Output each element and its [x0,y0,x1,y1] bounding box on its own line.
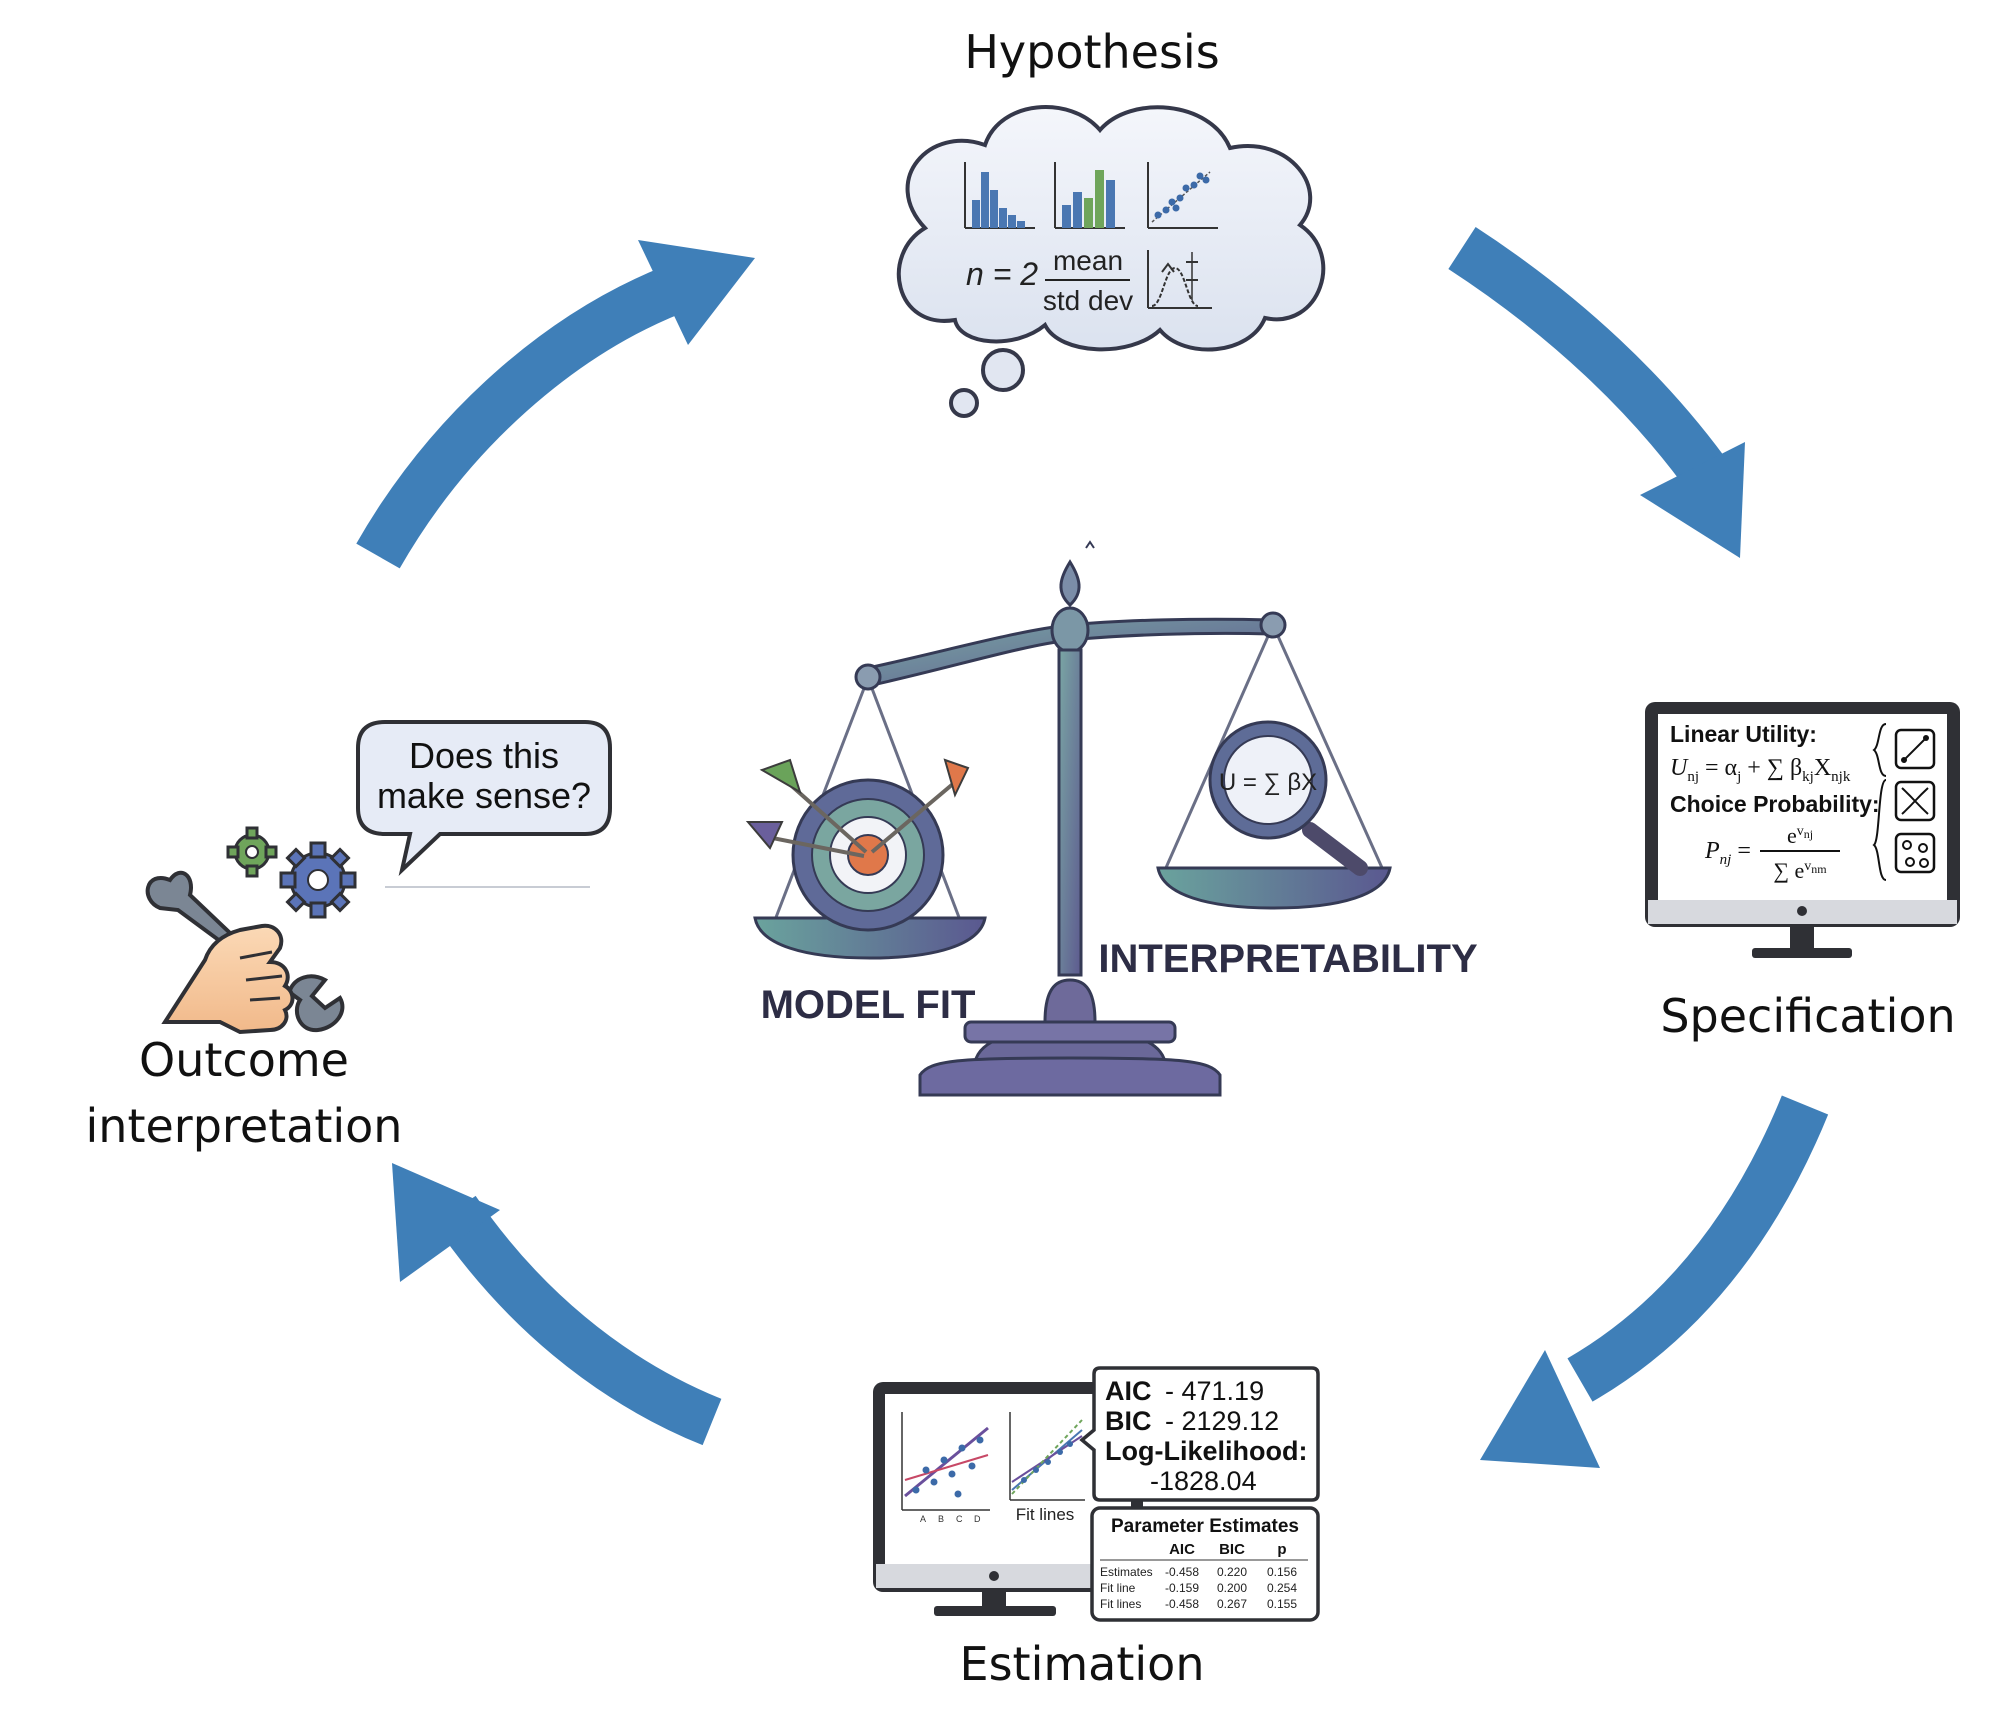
beam-end-left [854,663,882,691]
std-dev-label: std dev [1043,285,1133,316]
bar-chart-icon [1054,162,1125,229]
table-row-2-label: Fit line [1100,1581,1136,1595]
table-row-2-bic: 0.200 [1217,1581,1247,1595]
magnifier-formula: U = ∑ βX [1219,769,1317,796]
table-header-p: p [1277,1541,1286,1558]
svg-text:BIC - 2129.12: BIC - 2129.12 [1105,1406,1279,1436]
magnifier-icon: U = ∑ βX [1208,720,1368,876]
table-row-1-aic: -0.458 [1165,1565,1199,1579]
thought-dot-small [949,388,979,418]
speech-bubble-line1: Does this [409,735,559,776]
bic-label: BIC [1105,1406,1152,1436]
table-row-1-bic: 0.220 [1217,1565,1247,1579]
choice-probability-label: Choice Probability: [1670,791,1880,817]
aic-label: AIC [1105,1376,1152,1406]
network-icon [1894,832,1936,874]
target-icon [791,778,945,932]
scatter-plot-icon [1147,162,1218,229]
utility-formula: Unj = αj + ∑ βkjXnjk [1670,755,1851,785]
fit-statistics-callout: AIC - 471.19 BIC - 2129.12 Log-Likelihoo… [1079,1366,1320,1502]
table-row-3-p: 0.155 [1267,1597,1297,1611]
distribution-icon [1147,250,1212,309]
bic-value: - 2129.12 [1165,1406,1279,1436]
table-title: Parameter Estimates [1111,1516,1299,1537]
table-row-3-label: Fit lines [1100,1597,1141,1611]
stage-label-hypothesis: Hypothesis [964,25,1219,79]
x-tick-c: C [956,1514,963,1524]
specification-monitor: Linear Utility: Unj = αj + ∑ βkjXnjk Cho… [1645,702,1960,958]
model-fit-label: MODEL FIT [761,983,976,1027]
table-row-3-aic: -0.458 [1165,1597,1199,1611]
left-pan [753,916,987,960]
speech-bubble: Does this make sense? [356,720,612,888]
svg-text:AIC - 471.19: AIC - 471.19 [1105,1376,1264,1406]
arrow-icon [745,758,970,858]
interpretability-label: INTERPRETABILITY [1098,937,1478,981]
cycle-arrow-outcome-to-hypothesis [356,240,755,569]
thought-cloud: n = 2 mean std dev [897,105,1326,418]
linear-utility-label: Linear Utility: [1670,721,1817,747]
table-row-2-aic: -0.159 [1165,1581,1199,1595]
loglik-label: Log-Likelihood: [1105,1436,1307,1466]
table-row-1-label: Estimates [1100,1565,1153,1579]
fit-lines-plot: Fit lines [1009,1412,1085,1524]
hand-icon [161,923,295,1035]
aic-value: - 471.19 [1165,1376,1264,1406]
cycle-arrow-specification-to-estimation [1480,1095,1829,1468]
right-pan [1156,866,1392,910]
line-chart-icon [1894,728,1936,770]
cycle-arrow-estimation-to-outcome [392,1163,722,1446]
cycle-arrow-hypothesis-to-specification [1448,227,1745,558]
table-row-1-p: 0.156 [1267,1565,1297,1579]
table-header-aic: AIC [1169,1541,1195,1558]
stage-label-outcome-line2: interpretation [86,1099,403,1153]
histogram-icon [964,162,1035,229]
x-tick-a: A [920,1514,926,1524]
speech-bubble-line2: make sense? [377,775,591,816]
beam-end-right [1259,611,1287,639]
gear-icon [279,841,357,919]
stage-label-estimation: Estimation [960,1637,1205,1691]
table-header-bic: BIC [1219,1541,1245,1558]
stage-label-specification: Specification [1660,989,1955,1043]
table-row-3-bic: 0.267 [1217,1597,1247,1611]
crossing-curves-icon [1894,780,1936,822]
gear-icon [226,826,278,878]
x-tick-d: D [974,1514,981,1524]
scatter-fit-plot: A B C D [901,1412,990,1524]
thought-dot-large [981,348,1025,392]
loglik-value: -1828.04 [1150,1466,1257,1496]
mean-label: mean [1053,245,1123,276]
fit-lines-caption: Fit lines [1016,1505,1075,1524]
table-row-2-p: 0.254 [1267,1581,1297,1595]
x-tick-b: B [938,1514,944,1524]
stage-label-outcome-line1: Outcome [139,1033,349,1087]
parameter-estimates-table: Parameter Estimates AIC BIC p Estimates … [1090,1506,1320,1622]
sample-size-label: n = 2 [966,256,1038,292]
